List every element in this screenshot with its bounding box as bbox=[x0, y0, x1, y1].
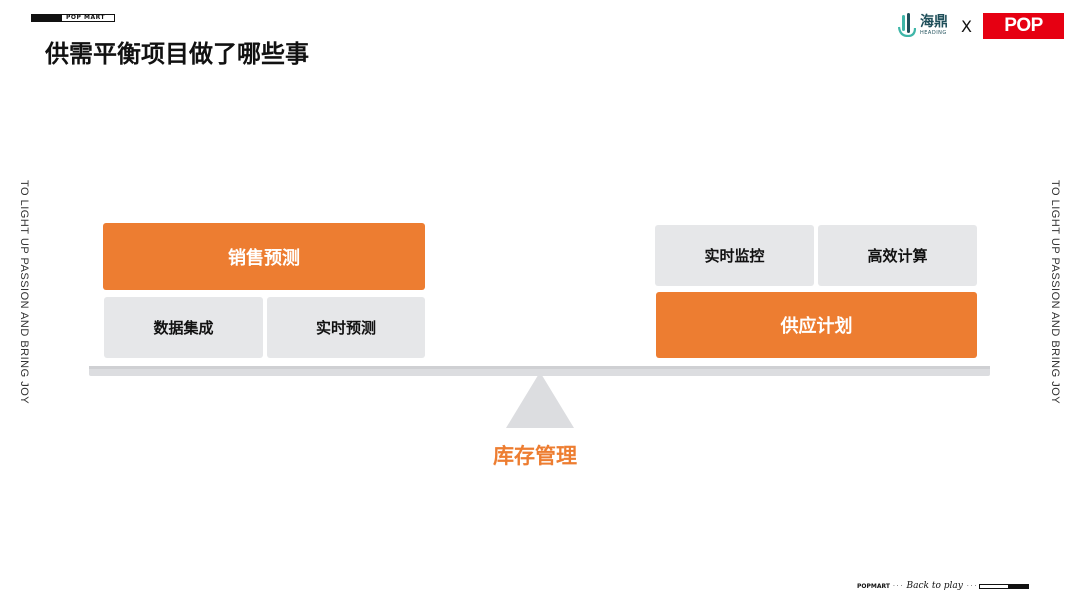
logo-separator: X bbox=[961, 17, 972, 36]
left-main-box: 销售预测 bbox=[103, 223, 425, 290]
heading-logo-en: HEADING bbox=[920, 29, 947, 36]
right-main-box: 供应计划 bbox=[656, 292, 977, 358]
footer-slogan: Back to play bbox=[906, 581, 963, 591]
footer: POPMART · · · Back to play · · · bbox=[857, 581, 1030, 591]
heading-logo: 海鼎 HEADING bbox=[898, 13, 948, 37]
footer-dots-right: · · · bbox=[966, 582, 977, 590]
popmart-logo: POP MART bbox=[983, 13, 1064, 62]
right-sub-box-2: 高效计算 bbox=[818, 225, 977, 286]
side-text-right: TO LIGHT UP PASSION AND BRING JOY bbox=[1049, 180, 1061, 405]
fulcrum-triangle bbox=[506, 372, 574, 428]
heading-logo-cn: 海鼎 bbox=[920, 13, 948, 30]
left-sub-box-1: 数据集成 bbox=[104, 297, 263, 358]
top-tag-block bbox=[32, 15, 62, 21]
footer-brand: POPMART bbox=[857, 582, 890, 590]
balance-beam bbox=[89, 366, 990, 376]
side-text-left: TO LIGHT UP PASSION AND BRING JOY bbox=[18, 180, 30, 405]
heading-logo-icon bbox=[898, 13, 916, 37]
fulcrum-label: 库存管理 bbox=[493, 444, 577, 468]
left-sub-box-2: 实时预测 bbox=[267, 297, 425, 358]
footer-dots-left: · · · bbox=[892, 582, 903, 590]
balance-beam-top bbox=[89, 366, 990, 369]
top-tag-text: POP MART bbox=[66, 14, 106, 21]
page-title: 供需平衡项目做了哪些事 bbox=[45, 40, 309, 68]
right-sub-box-1: 实时监控 bbox=[655, 225, 814, 286]
footer-bar bbox=[979, 583, 1030, 589]
top-tag: POP MART bbox=[31, 14, 115, 22]
